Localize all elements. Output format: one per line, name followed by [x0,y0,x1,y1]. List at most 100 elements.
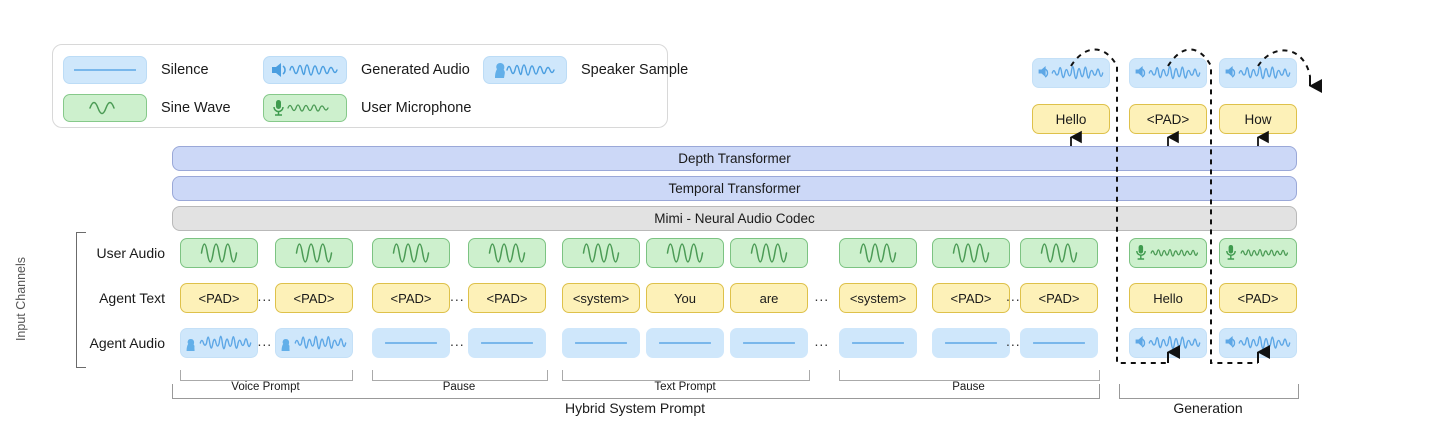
user-audio-cell [839,238,917,268]
generation-output-text: How [1219,104,1297,134]
agent-text-cell: <PAD> [372,283,450,313]
agent-text-cell: <PAD> [275,283,353,313]
agent-audio-cell [468,328,546,358]
temporal-transformer-label: Temporal Transformer [668,181,801,196]
agent-text-cell: You [646,283,724,313]
agent-audio-cell [1219,328,1297,358]
input-channels-bracket [76,232,86,368]
agent-audio-ellipsis: ... [257,333,273,349]
segment-bracket [372,370,548,381]
agent-text-token: <PAD> [198,290,240,306]
agent-text-token: <PAD> [1237,290,1279,306]
group-bracket-label: Generation [1173,400,1243,416]
legend-label: Generated Audio [361,62,470,78]
agent-text-ellipsis: ... [257,288,273,304]
legend-label: Speaker Sample [581,62,689,78]
agent-audio-cell [839,328,917,358]
legend-item-silence: Silence [63,56,263,84]
legend-label: Sine Wave [161,100,231,116]
sine-wave-icon [63,94,147,122]
agent-text-token: <PAD> [293,290,335,306]
agent-audio-ellipsis: ... [450,333,465,349]
row-label-agent-audio: Agent Audio [89,335,165,351]
silence-flat-line-icon [63,56,147,84]
agent-text-token: are [759,290,779,306]
generation-output-text: Hello [1032,104,1110,134]
legend-label: User Microphone [361,100,472,116]
segment-bracket-label: Text Prompt [654,381,716,393]
generation-output-audio [1129,58,1207,88]
agent-text-cell: <system> [562,283,640,313]
user-audio-cell [646,238,724,268]
agent-text-cell: Hello [1129,283,1207,313]
legend-item-generated-audio: Generated Audio [263,56,483,84]
segment-bracket-label: Pause [442,381,476,393]
depth-transformer-bar: Depth Transformer [172,146,1297,171]
user-audio-cell [372,238,450,268]
temporal-transformer-bar: Temporal Transformer [172,176,1297,201]
user-audio-cell [1020,238,1098,268]
group-bracket-label: Hybrid System Prompt [564,400,706,416]
group-bracket [1119,384,1299,399]
agent-audio-cell [562,328,640,358]
user-audio-cell [562,238,640,268]
agent-audio-cell [932,328,1010,358]
user-audio-cell [275,238,353,268]
agent-audio-cell [646,328,724,358]
agent-text-ellipsis: ... [1006,288,1021,304]
generation-output-text: <PAD> [1129,104,1207,134]
generation-output-audio [1032,58,1110,88]
legend-label: Silence [161,62,209,78]
user-audio-cell [932,238,1010,268]
agent-audio-cell [730,328,808,358]
agent-audio-ellipsis: ... [814,333,830,349]
agent-text-token: <PAD> [390,290,432,306]
agent-audio-cell [1129,328,1207,358]
mimi-codec-bar: Mimi - Neural Audio Codec [172,206,1297,231]
agent-audio-cell [180,328,258,358]
generation-output-token: <PAD> [1146,111,1190,127]
agent-text-cell: <PAD> [1219,283,1297,313]
depth-transformer-label: Depth Transformer [678,151,791,166]
user-audio-cell [180,238,258,268]
legend-panel: Silence Generated Audio Speaker Sample [52,44,688,128]
generation-output-token: How [1244,111,1272,127]
agent-text-token: Hello [1153,290,1183,306]
generated-audio-speaker-wave-icon [263,56,347,84]
agent-text-cell: <system> [839,283,917,313]
legend-item-sine-wave: Sine Wave [63,94,263,122]
row-label-user-audio: User Audio [96,245,165,261]
agent-text-token: <system> [572,290,630,306]
user-microphone-wave-icon [263,94,347,122]
user-audio-cell [1129,238,1207,268]
legend-item-speaker-sample: Speaker Sample [483,56,688,84]
generation-output-audio [1219,58,1297,88]
agent-text-token: <PAD> [486,290,528,306]
legend-row-1: Silence Generated Audio Speaker Sample [63,55,688,85]
agent-text-cell: are [730,283,808,313]
user-audio-cell [730,238,808,268]
group-bracket [172,384,1100,399]
segment-bracket-label: Voice Prompt [231,381,300,393]
agent-text-token: You [674,290,696,306]
segment-bracket-label: Pause [952,381,985,393]
agent-audio-cell [275,328,353,358]
agent-text-cell: <PAD> [932,283,1010,313]
agent-text-cell: <PAD> [1020,283,1098,313]
agent-audio-cell [372,328,450,358]
segment-bracket [180,370,353,381]
speaker-sample-head-wave-icon [483,56,567,84]
user-audio-cell [1219,238,1297,268]
generation-output-token: Hello [1055,111,1087,127]
agent-text-token: <PAD> [950,290,992,306]
legend-item-user-microphone: User Microphone [263,94,471,122]
agent-text-ellipsis: ... [814,288,830,304]
agent-text-token: <system> [849,290,907,306]
mimi-codec-label: Mimi - Neural Audio Codec [654,211,815,226]
agent-text-ellipsis: ... [450,288,465,304]
agent-text-cell: <PAD> [468,283,546,313]
agent-audio-cell [1020,328,1098,358]
agent-audio-ellipsis: ... [1006,333,1021,349]
segment-bracket [562,370,810,381]
agent-text-token: <PAD> [1038,290,1080,306]
